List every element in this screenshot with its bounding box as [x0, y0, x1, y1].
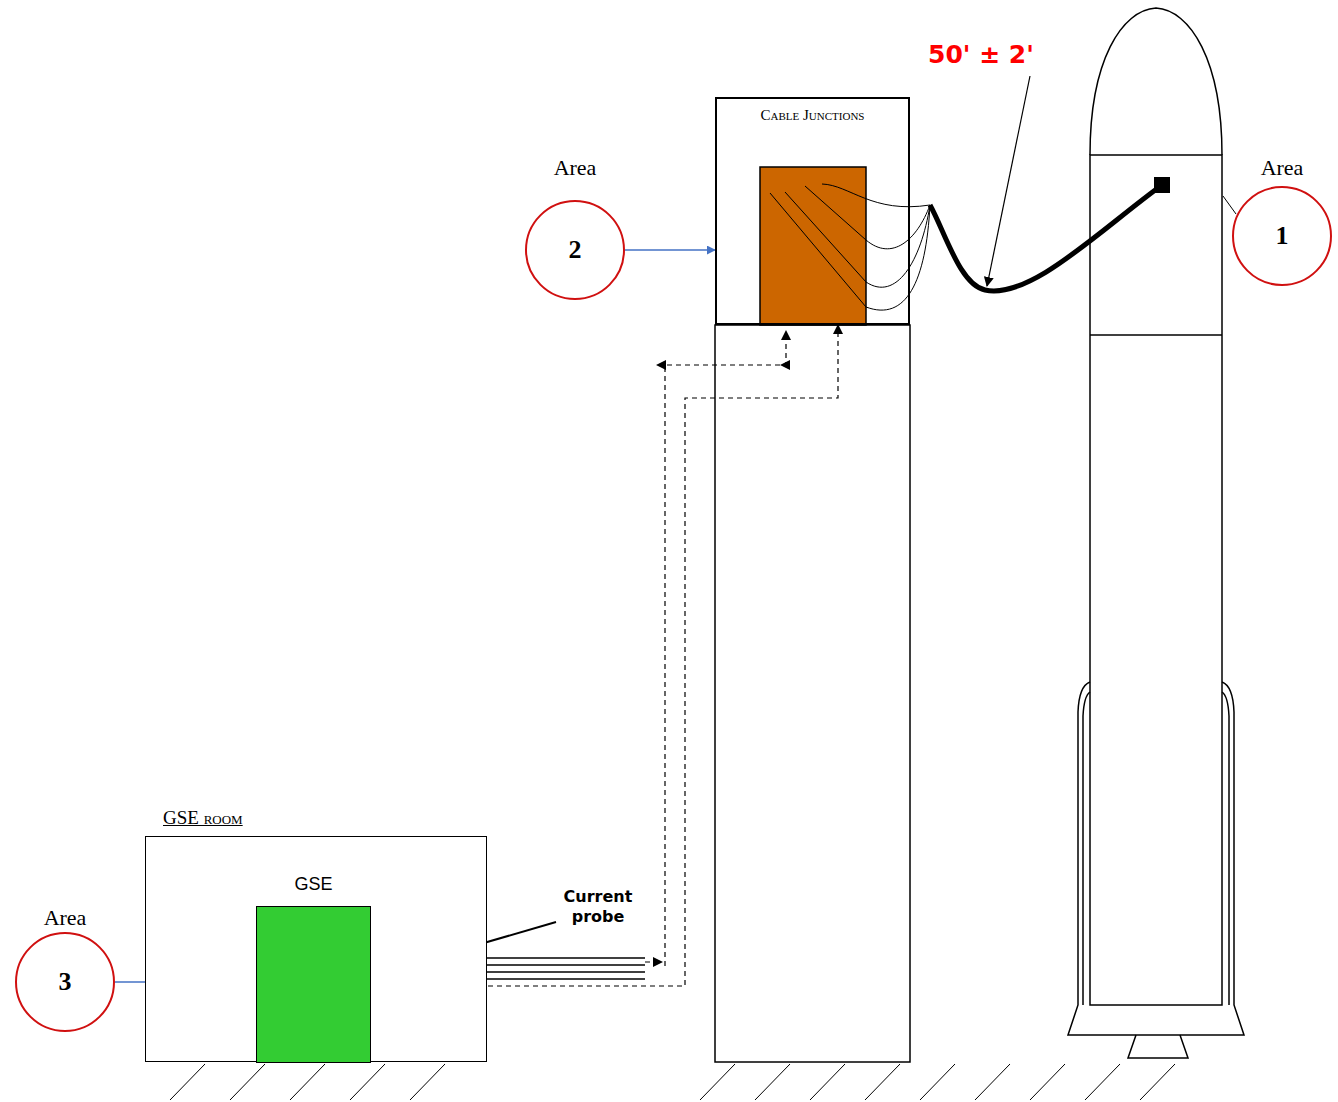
cable-wires [770, 184, 930, 310]
junction-box-frame: Cable Junctions [715, 97, 910, 325]
callout-number: 3 [17, 934, 113, 1030]
area-callout: Area 1 [1227, 155, 1337, 288]
ground-hatch [170, 1064, 1175, 1100]
tower [715, 325, 910, 1062]
box-heading: GSE room [163, 807, 243, 829]
room-box: GSE roomGSE [145, 836, 487, 1062]
dimension-label: 50' ± 2' [928, 40, 1034, 70]
dashed-cable [665, 331, 786, 966]
callout-circle: 2 [525, 200, 625, 300]
area-heading: Area [1227, 155, 1337, 181]
leader-line [1223, 196, 1236, 214]
area-callout: Area 2 [520, 155, 630, 302]
area-callout: Area 3 [10, 905, 120, 1034]
arrow-head [780, 360, 790, 370]
dashed-cable [645, 961, 662, 962]
box-heading: GSE [257, 873, 370, 895]
area-heading: Area [520, 155, 630, 181]
junction-box [760, 167, 866, 325]
callout-number: 2 [527, 202, 623, 298]
box-title: Cable Junctions [748, 107, 878, 124]
part-label: Current probe [548, 887, 648, 927]
pointer-arrow [625, 249, 715, 251]
callout-circle: 3 [15, 932, 115, 1032]
callout-circle: 1 [1232, 186, 1332, 286]
equipment-box: GSE [256, 906, 371, 1063]
area-heading: Area [10, 905, 120, 931]
arrow-head [656, 360, 666, 370]
umbilical-cable [930, 185, 1162, 291]
leader-line [987, 76, 1030, 286]
callout-number: 1 [1234, 188, 1330, 284]
rocket [1068, 8, 1244, 1058]
